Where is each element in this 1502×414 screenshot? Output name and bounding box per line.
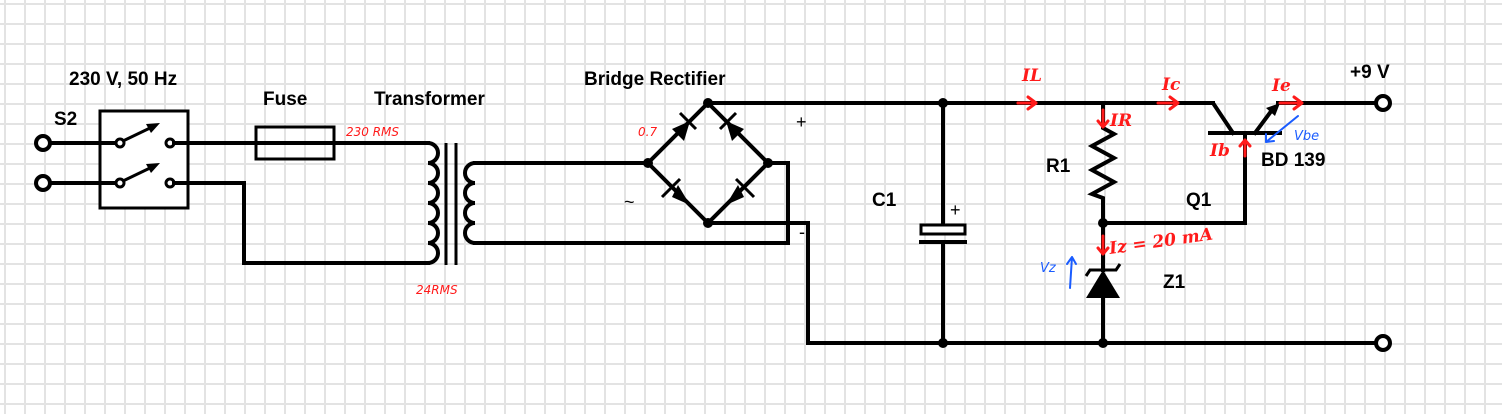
resistor-current-label: IR [1109, 111, 1132, 131]
transformer[interactable] [425, 140, 790, 266]
collector-current-label: Ic [1161, 75, 1181, 95]
zener-voltage-label: Vz [1040, 261, 1057, 276]
fuse[interactable] [172, 125, 430, 161]
load-current-label: IL [1021, 66, 1042, 86]
output-voltage-label: +9 V [1350, 62, 1390, 83]
output-terminal-positive[interactable] [1374, 94, 1392, 112]
diode-d4 [726, 185, 744, 205]
fuse-label: Fuse [263, 89, 307, 110]
zener-current-arrow [1096, 234, 1110, 256]
input-terminals [34, 134, 52, 192]
secondary-voltage-note: 24RMS [416, 283, 458, 297]
primary-voltage-note: 230 RMS [346, 125, 399, 139]
emitter-current-label: Ie [1271, 76, 1291, 96]
bridge-rectifier-label: Bridge Rectifier [584, 69, 726, 90]
bridge-ac-wire [766, 161, 790, 245]
emitter-current-arrow [1278, 95, 1304, 111]
input-terminal-bottom[interactable] [34, 174, 52, 192]
diode-d1 [672, 121, 690, 141]
zener-current-label: Iz = 20 mA [1107, 225, 1214, 259]
diode-drop-note: 0.7 [638, 125, 657, 139]
transformer-label: Transformer [374, 89, 485, 110]
voltage-annotations: Vz Vbe [1040, 115, 1319, 289]
resistor-label: R1 [1046, 156, 1071, 177]
zener-voltage-arrow [1066, 256, 1077, 289]
bridge-minus-sign: - [799, 222, 805, 242]
input-return-wire [172, 181, 430, 265]
input-terminal-top[interactable] [34, 134, 52, 152]
vbe-label: Vbe [1294, 129, 1319, 144]
capacitor-label: C1 [872, 190, 897, 211]
transistor-label: Q1 [1186, 190, 1212, 211]
base-wire [1101, 131, 1247, 225]
switch-label: S2 [54, 109, 77, 130]
resistor-current-arrow [1096, 108, 1110, 129]
transistor-part-label: BD 139 [1261, 150, 1325, 171]
capacitor-c1[interactable] [919, 98, 967, 348]
ac-symbol: ~ [624, 192, 635, 212]
zener-z1[interactable] [1084, 221, 1122, 348]
mains-label: 230 V, 50 Hz [69, 69, 177, 90]
vbe-arrow [1265, 115, 1299, 143]
switch-s2[interactable] [48, 109, 190, 210]
zener-label: Z1 [1163, 272, 1186, 293]
base-current-label: Ib [1209, 141, 1230, 161]
bridge-negative-wire [706, 221, 1385, 345]
base-current-arrow [1238, 138, 1252, 158]
transistor-q1[interactable] [1148, 101, 1378, 136]
diode-d2 [726, 121, 744, 141]
output-terminal-ground[interactable] [1374, 334, 1392, 352]
bridge-rectifier[interactable] [643, 98, 773, 228]
bridge-plus-sign: + [796, 112, 807, 132]
diode-d3 [672, 185, 690, 205]
capacitor-plus-sign: + [950, 200, 961, 220]
collector-current-arrow [1156, 95, 1180, 111]
